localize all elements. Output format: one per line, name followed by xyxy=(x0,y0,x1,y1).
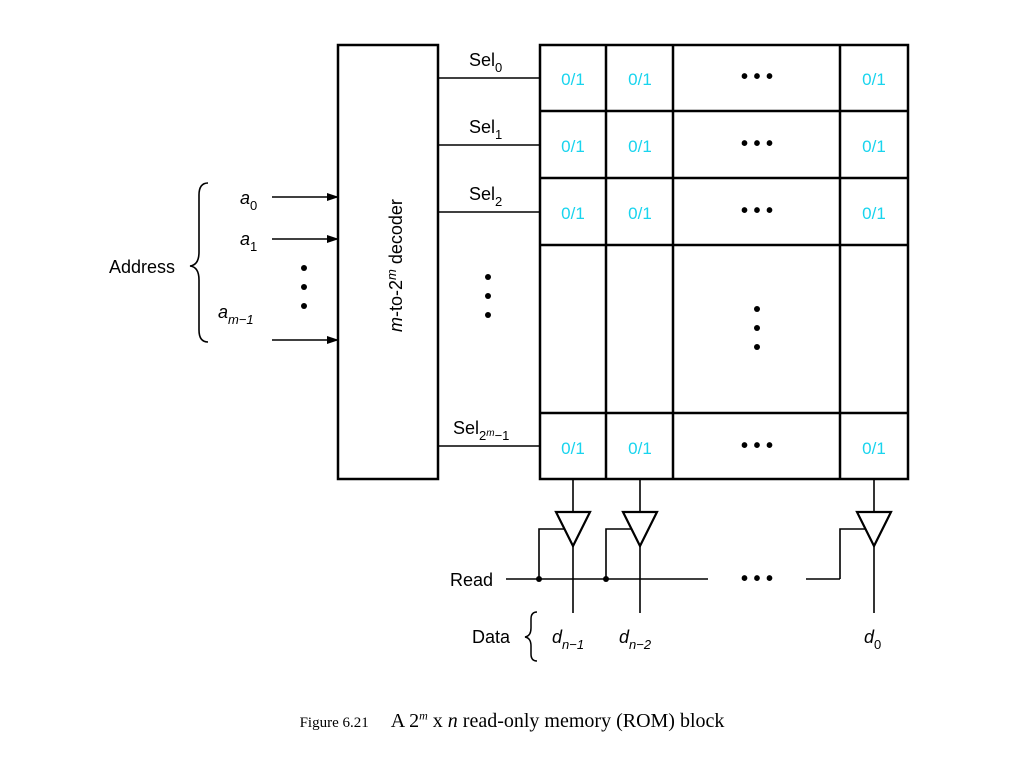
cell-r0-c1: 0/1 xyxy=(628,70,652,89)
sel-label-1: Sel1 xyxy=(469,117,502,142)
cell-r0-ellipsis: • • • xyxy=(741,66,773,88)
address-label: Address xyxy=(109,257,175,277)
data-output-dn2: dn−2 xyxy=(619,627,652,652)
cell-rlast-ellipsis: • • • xyxy=(741,435,773,457)
read-label: Read xyxy=(450,570,493,590)
cell-r1-c0: 0/1 xyxy=(561,137,585,156)
decoder-label: m-to-2m decoder xyxy=(384,199,406,332)
array-vertical-dots xyxy=(754,306,760,350)
address-brace xyxy=(189,182,209,343)
cell-rlast-c0: 0/1 xyxy=(561,439,585,458)
sel-label-2: Sel2 xyxy=(469,184,502,209)
figure-caption: Figure 6.21 A 2m x n read-only memory (RO… xyxy=(0,708,1024,733)
read-ellipsis: • • • xyxy=(741,568,773,590)
tristate-buffer-dn2 xyxy=(605,479,659,613)
cell-r2-c1: 0/1 xyxy=(628,204,652,223)
memory-array xyxy=(538,43,910,481)
cell-r1-clast: 0/1 xyxy=(862,137,886,156)
sel-label-0: Sel0 xyxy=(469,50,502,75)
address-input-a1: a1 xyxy=(240,229,257,254)
cell-r0-clast: 0/1 xyxy=(862,70,886,89)
data-brace xyxy=(524,611,538,662)
cell-rlast-c1: 0/1 xyxy=(628,439,652,458)
cell-r0-c0: 0/1 xyxy=(561,70,585,89)
sel-label-last: Sel2m−1 xyxy=(453,418,509,443)
figure-number: Figure 6.21 xyxy=(299,714,369,731)
read-junction-1 xyxy=(536,576,542,582)
decoder-box xyxy=(336,43,440,481)
tristate-buffer-d0 xyxy=(839,479,893,613)
cell-rlast-clast: 0/1 xyxy=(862,439,886,458)
cell-r2-c0: 0/1 xyxy=(561,204,585,223)
sel-vertical-dots xyxy=(485,274,491,318)
data-label: Data xyxy=(472,627,511,647)
tristate-buffer-dn1 xyxy=(538,479,592,613)
cell-r2-clast: 0/1 xyxy=(862,204,886,223)
cell-r2-ellipsis: • • • xyxy=(741,200,773,222)
data-output-d0: d0 xyxy=(864,627,881,652)
data-output-dn1: dn−1 xyxy=(552,627,584,652)
read-junction-2 xyxy=(603,576,609,582)
address-vertical-dots xyxy=(301,265,307,309)
figure-title: A 2m x n read-only memory (ROM) block xyxy=(390,708,725,732)
address-input-a0: a0 xyxy=(240,188,257,213)
address-input-am1: am−1 xyxy=(218,302,254,327)
cell-r1-c1: 0/1 xyxy=(628,137,652,156)
cell-r1-ellipsis: • • • xyxy=(741,133,773,155)
